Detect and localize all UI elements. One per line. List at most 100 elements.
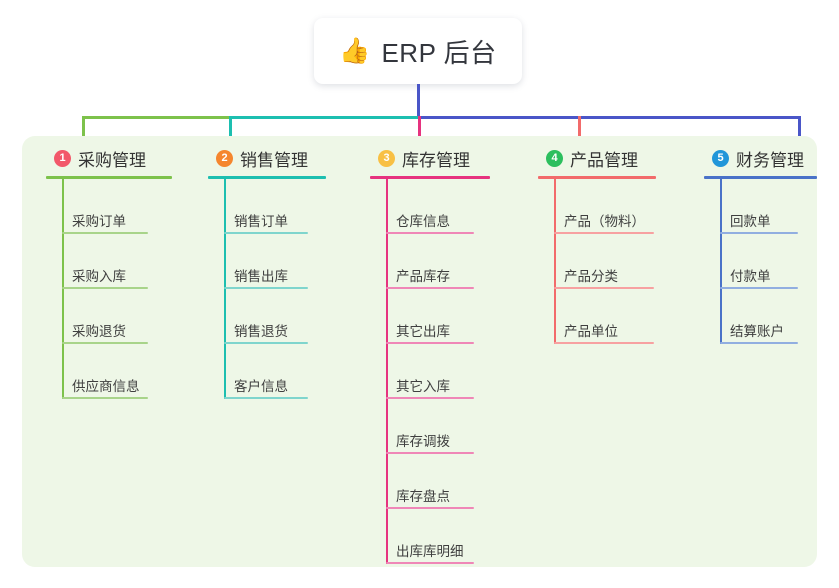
branch-item[interactable]: 出库库明细	[360, 509, 520, 564]
branch-title-4: 产品管理	[570, 150, 638, 170]
branch-item-underline	[386, 452, 474, 454]
root-trunk-line	[417, 84, 420, 118]
branch-items-4: 产品（物料） 产品分类产品单位	[528, 179, 688, 344]
branch-badge-3: 3	[378, 149, 395, 167]
branch-badge-4: 4	[546, 149, 563, 167]
branch-underline-4	[538, 176, 656, 179]
branch-item[interactable]: 客户信息	[198, 344, 348, 399]
branch-item-underline	[554, 232, 654, 234]
root-node-card[interactable]: 👍 ERP 后台	[314, 18, 522, 84]
branch-column-3: 3 库存管理仓库信息产品库存其它出库其它入库库存调拨库存盘点出库库明细	[360, 145, 520, 564]
branch-spine-4	[554, 179, 556, 344]
branch-item[interactable]: 库存调拨	[360, 399, 520, 454]
branch-item[interactable]: 结算账户	[694, 289, 834, 344]
branch-item[interactable]: 库存盘点	[360, 454, 520, 509]
branch-title-2: 销售管理	[240, 150, 308, 170]
branch-item-label: 客户信息	[234, 379, 288, 394]
branch-column-4: 4 产品管理产品（物料） 产品分类产品单位	[528, 145, 688, 344]
root-title: ERP 后台	[381, 37, 497, 68]
branch-item-label: 仓库信息	[396, 214, 450, 229]
branch-item[interactable]: 其它入库	[360, 344, 520, 399]
branch-item[interactable]: 付款单	[694, 234, 834, 289]
branch-item-label: 销售订单	[234, 214, 288, 229]
branch-spine-1	[62, 179, 64, 399]
branch-items-2: 销售订单销售出库销售退货客户信息	[198, 179, 348, 399]
branch-item-underline	[720, 342, 798, 344]
branch-item-underline	[224, 287, 308, 289]
branch-item-underline	[224, 342, 308, 344]
thumbs-up-icon: 👍	[339, 36, 371, 65]
branch-item-underline	[554, 287, 654, 289]
branch-item-underline	[224, 232, 308, 234]
branch-item-underline	[386, 507, 474, 509]
branch-title-3: 库存管理	[402, 150, 470, 170]
branch-item-underline	[720, 232, 798, 234]
branch-item-label: 采购入库	[72, 269, 126, 284]
branch-spine-5	[720, 179, 722, 344]
branch-badge-5: 5	[712, 149, 729, 167]
branch-item-underline	[386, 397, 474, 399]
bus-teal	[229, 116, 418, 119]
branch-item-underline	[386, 342, 474, 344]
branch-item-label: 库存调拨	[396, 434, 450, 449]
drop-finance	[798, 116, 801, 146]
drop-purchase	[82, 116, 85, 146]
branch-item[interactable]: 产品库存	[360, 234, 520, 289]
drop-product	[578, 116, 581, 146]
branch-item-label: 结算账户	[730, 324, 784, 339]
branch-underline-1	[46, 176, 172, 179]
branch-title-1: 采购管理	[78, 150, 146, 170]
branch-item[interactable]: 产品（物料）	[528, 179, 688, 234]
branch-item-label: 产品分类	[564, 269, 618, 284]
branch-item-label: 出库库明细	[396, 544, 464, 559]
branch-item-label: 销售退货	[234, 324, 288, 339]
branch-item-underline	[62, 342, 148, 344]
branch-item[interactable]: 销售退货	[198, 289, 348, 344]
branch-header-3[interactable]: 3 库存管理	[360, 145, 520, 171]
branch-spine-3	[386, 179, 388, 564]
branch-item-label: 产品库存	[396, 269, 450, 284]
drop-sales	[229, 116, 232, 146]
branch-item-underline	[62, 287, 148, 289]
branch-item[interactable]: 供应商信息	[36, 344, 186, 399]
branch-item-label: 产品单位	[564, 324, 618, 339]
branch-item[interactable]: 采购退货	[36, 289, 186, 344]
branch-item-label: 付款单	[730, 269, 771, 284]
branch-item[interactable]: 产品分类	[528, 234, 688, 289]
branch-header-4[interactable]: 4 产品管理	[528, 145, 688, 171]
branch-underline-5	[704, 176, 817, 179]
branch-item-label: 其它入库	[396, 379, 450, 394]
branch-item-underline	[386, 232, 474, 234]
branch-item-label: 采购退货	[72, 324, 126, 339]
bus-blue	[418, 116, 800, 119]
branch-item[interactable]: 其它出库	[360, 289, 520, 344]
branch-item[interactable]: 采购订单	[36, 179, 186, 234]
branch-item-underline	[554, 342, 654, 344]
branch-items-1: 采购订单采购入库采购退货供应商信息	[36, 179, 186, 399]
branch-item[interactable]: 产品单位	[528, 289, 688, 344]
branch-item[interactable]: 回款单	[694, 179, 834, 234]
branch-item-label: 回款单	[730, 214, 771, 229]
branch-item[interactable]: 销售出库	[198, 234, 348, 289]
branch-item-underline	[386, 287, 474, 289]
branch-item[interactable]: 采购入库	[36, 234, 186, 289]
branch-item-underline	[386, 562, 474, 564]
branch-item[interactable]: 销售订单	[198, 179, 348, 234]
branch-item-underline	[62, 232, 148, 234]
branch-item-label: 采购订单	[72, 214, 126, 229]
branch-item-underline	[720, 287, 798, 289]
drop-inventory	[418, 116, 421, 146]
branch-item-label: 其它出库	[396, 324, 450, 339]
branch-item-label: 产品（物料）	[564, 214, 645, 229]
branch-item-label: 供应商信息	[72, 379, 140, 394]
branch-item-underline	[224, 397, 308, 399]
branch-item[interactable]: 仓库信息	[360, 179, 520, 234]
branch-underline-3	[370, 176, 490, 179]
